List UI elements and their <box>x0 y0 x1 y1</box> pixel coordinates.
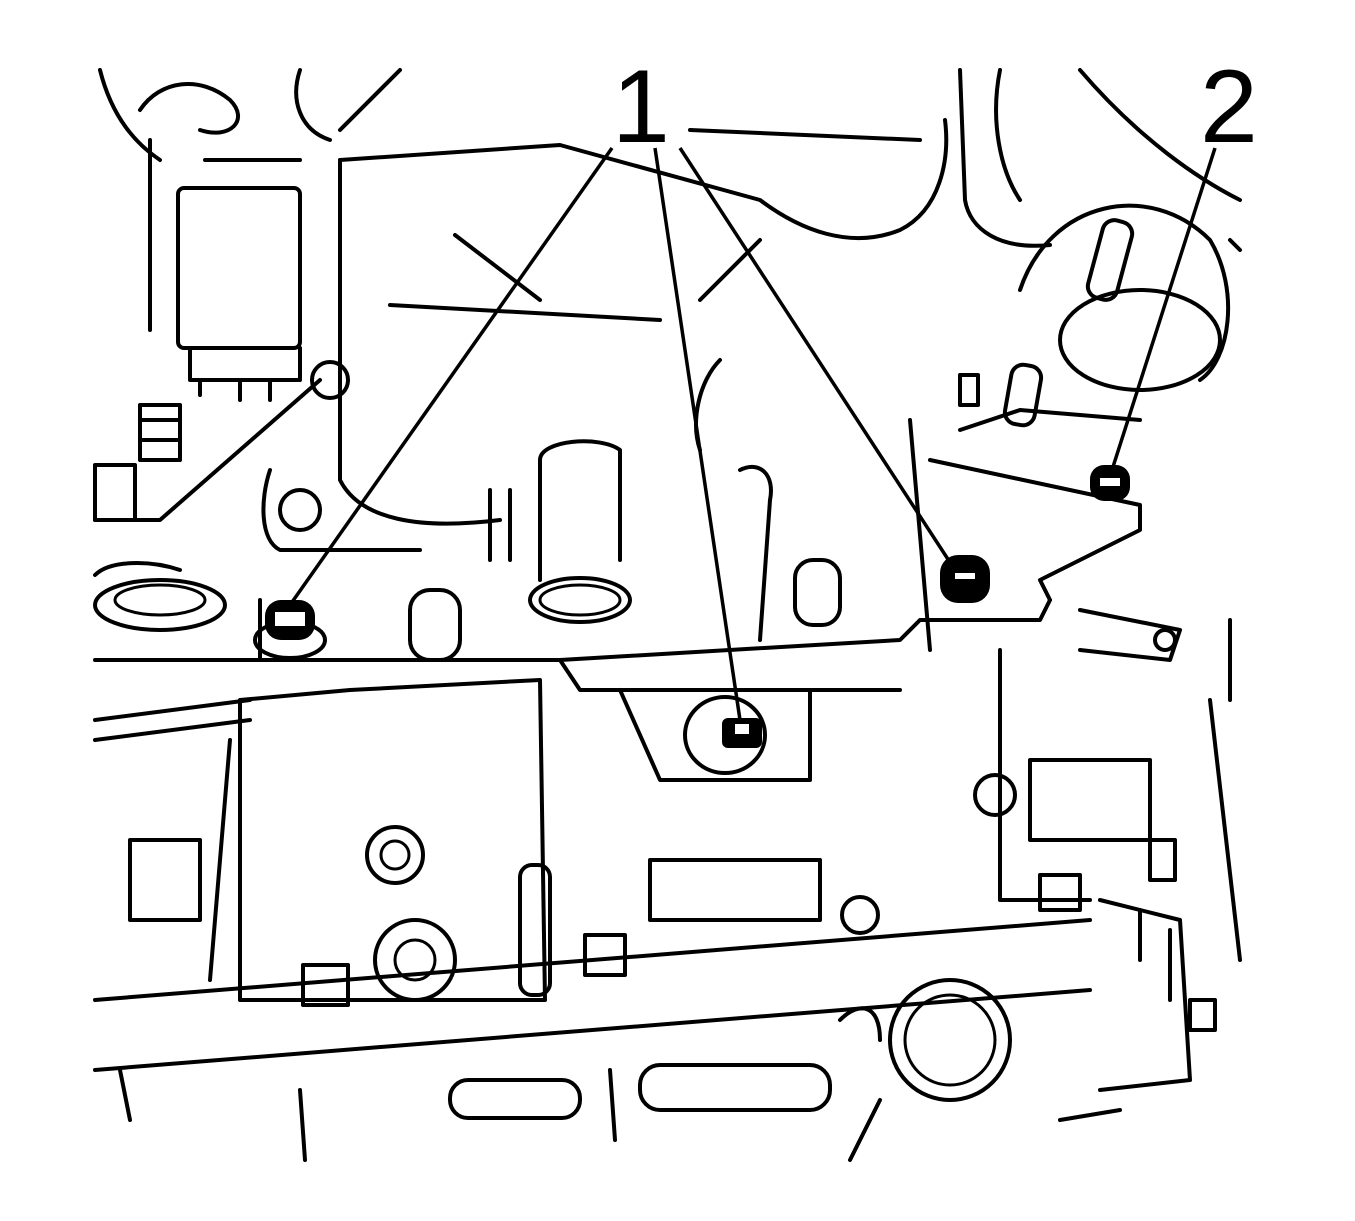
bolt-1a <box>253 600 327 660</box>
callout-1-leaders <box>288 146 957 721</box>
bolt-2 <box>1090 465 1130 501</box>
callout-label-1: 1 <box>612 49 670 165</box>
bolt-1b <box>722 718 762 748</box>
callout-2-leaders <box>1110 147 1217 471</box>
callout-label-2: 2 <box>1200 49 1258 165</box>
bolt-1c <box>940 555 990 603</box>
